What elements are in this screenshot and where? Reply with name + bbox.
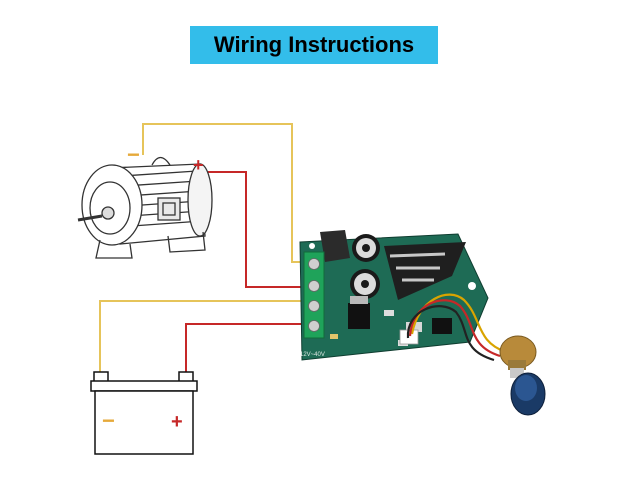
heatsink [320, 230, 466, 300]
battery-positive-symbol: + [171, 411, 183, 433]
mosfet [348, 303, 370, 329]
page-title: Wiring Instructions [213, 32, 415, 57]
board-silk-label: 12V~40V [300, 352, 325, 358]
terminal-block [303, 251, 325, 339]
motor-negative-symbol: − [127, 142, 140, 167]
battery-icon [90, 371, 198, 455]
potentiometer-cable [406, 293, 507, 362]
motor-negative-wire [142, 123, 306, 263]
battery-negative-symbol: − [102, 408, 115, 433]
potentiometer-knob-icon [499, 335, 546, 416]
motor-positive-symbol: + [193, 155, 204, 175]
battery-negative-wire [99, 300, 306, 375]
capacitor-1 [352, 234, 380, 262]
battery-positive-wire [185, 323, 306, 375]
wires [99, 123, 306, 375]
motor-positive-wire [208, 171, 306, 288]
pwm-speed-controller-board: 12V~40V [299, 230, 489, 361]
title-banner: Wiring Instructions [190, 26, 438, 64]
electric-motor-icon [77, 156, 213, 259]
controller-ic [432, 318, 452, 334]
capacitor-2 [350, 269, 380, 299]
